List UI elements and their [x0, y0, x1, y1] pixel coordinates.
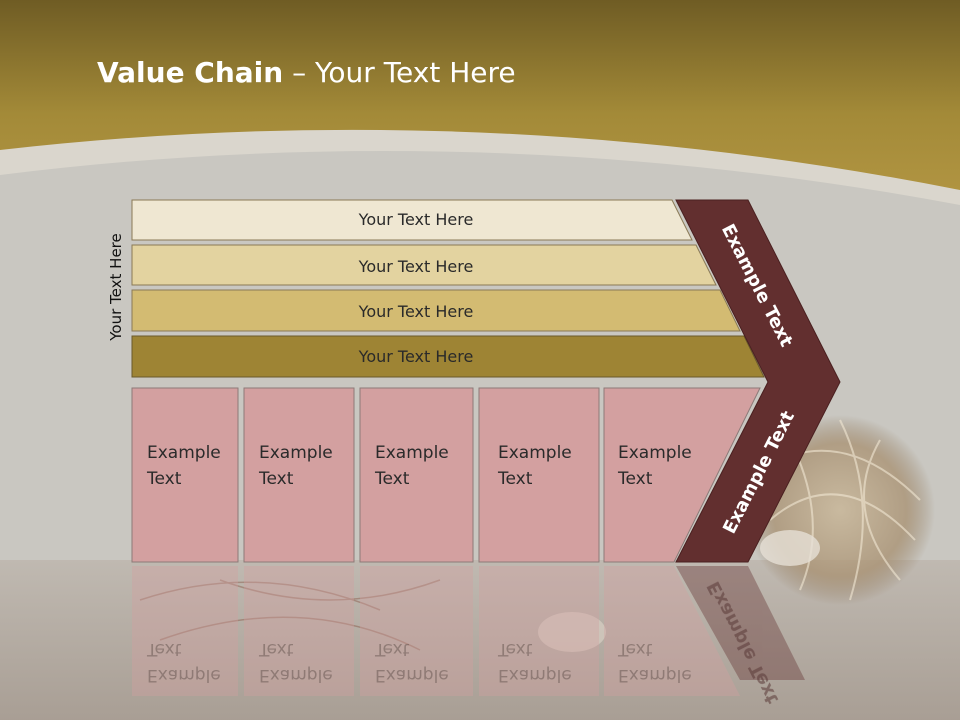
reflection-col-4-line1: Example	[498, 665, 572, 685]
column-4-line2: Text	[497, 469, 533, 489]
chevron-arrow	[675, 199, 841, 563]
diagram-reflection	[132, 566, 805, 696]
row-1-bar	[131, 199, 693, 241]
column-2-line1: Example	[259, 443, 333, 463]
row-4-bar	[131, 335, 765, 378]
title-bold: Value Chain	[97, 56, 284, 89]
column-4-box	[478, 387, 600, 563]
reflection-col-3-line1: Example	[375, 665, 449, 685]
column-2-line2: Text	[258, 469, 294, 489]
reflection-col-3-line2: Text	[374, 639, 410, 659]
reflection-col-5-line1: Example	[618, 665, 692, 685]
column-3-line1: Example	[375, 443, 449, 463]
column-3-box	[359, 387, 474, 563]
reflection-col-5-line2: Text	[617, 639, 653, 659]
row-2-label: Your Text Here	[358, 257, 474, 276]
column-5-line1: Example	[618, 443, 692, 463]
row-1-label: Your Text Here	[358, 210, 474, 229]
column-2-box	[243, 387, 355, 563]
reflection-col-1-line2: Text	[146, 639, 182, 659]
column-1-box	[131, 387, 239, 563]
column-5-line2: Text	[617, 469, 653, 489]
column-1-line2: Text	[146, 469, 182, 489]
reflection-col-2-line1: Example	[259, 665, 333, 685]
reflection-col-2-line2: Text	[258, 639, 294, 659]
column-3-line2: Text	[374, 469, 410, 489]
reflection-col-4-line2: Text	[497, 639, 533, 659]
column-5-box	[603, 387, 761, 563]
reflection-col-1-line1: Example	[147, 665, 221, 685]
row-3-label: Your Text Here	[358, 302, 474, 321]
row-2-bar	[131, 244, 717, 286]
title-rest: – Your Text Here	[283, 56, 516, 89]
row-3-bar	[131, 289, 741, 332]
column-4-line1: Example	[498, 443, 572, 463]
row-4-label: Your Text Here	[358, 347, 474, 366]
slide-title: Value Chain – Your Text Here	[97, 56, 516, 89]
column-1-line1: Example	[147, 443, 221, 463]
